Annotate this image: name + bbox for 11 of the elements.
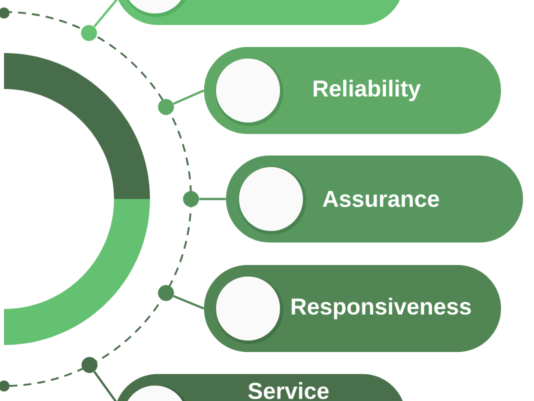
dot [158, 285, 174, 301]
connector-line [199, 198, 226, 200]
dot [183, 191, 199, 207]
connector-line [173, 89, 204, 105]
pill-box: Service [114, 374, 406, 401]
connector-line [173, 295, 204, 310]
dot [81, 25, 97, 41]
dot [82, 357, 98, 373]
dot [158, 99, 174, 115]
connector-line [93, 0, 118, 28]
connector-line [93, 371, 118, 401]
